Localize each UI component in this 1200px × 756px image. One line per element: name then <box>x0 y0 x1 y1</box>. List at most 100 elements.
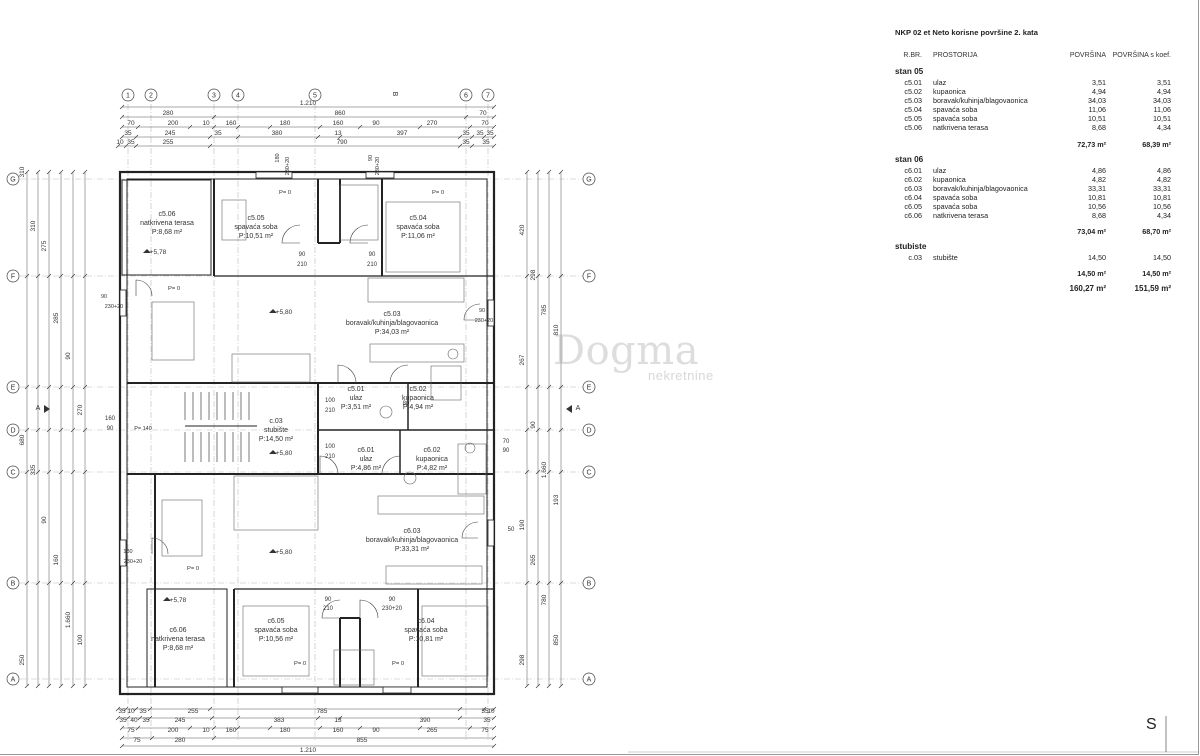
cell-no: c6.03 <box>904 183 922 193</box>
dimension-text: 90 <box>372 120 380 127</box>
dimension-tick <box>24 273 30 279</box>
dimension-tick <box>135 124 141 130</box>
dimension-tick <box>207 134 213 140</box>
cell-room: stubište <box>933 253 958 263</box>
dimension-tick <box>491 715 497 721</box>
dimension-tick <box>125 715 131 721</box>
dimension-tick <box>491 743 497 749</box>
dimension-tick <box>187 124 193 130</box>
dimension-tick <box>491 725 497 731</box>
cell-room: natkrivena terasa <box>933 123 989 133</box>
axis-bubble <box>582 576 596 590</box>
watermark-subtitle: nekretnine <box>648 368 714 383</box>
cell-area: 4,94 <box>1092 87 1106 97</box>
dimension-tick <box>546 469 552 475</box>
dimension-text: 200 <box>168 727 179 734</box>
dimension-tick <box>35 169 41 175</box>
dimension-text: 397 <box>397 130 408 137</box>
dimension-tick <box>546 273 552 279</box>
dimension-text: 160 <box>226 120 237 127</box>
grand-total-row: 160,27 m² 151,59 m² <box>895 284 1175 293</box>
cell-room: spavaća soba <box>933 105 978 115</box>
dimension-text: 190 <box>519 519 526 530</box>
level-text: +5,78 <box>150 249 167 256</box>
room-id: c6.01 <box>357 447 374 454</box>
window <box>119 289 127 317</box>
dimension-tick <box>46 683 52 689</box>
dimension-tick <box>82 273 88 279</box>
window-dimension: 90 <box>101 294 107 300</box>
dimension-text: 10 <box>127 708 135 715</box>
dimension-tick <box>558 384 564 390</box>
dimension-tick <box>469 134 475 140</box>
dimension-text: 70 <box>127 120 135 127</box>
room-id: c5.01 <box>347 386 364 393</box>
grand-total-area: 160,27 m² <box>1069 284 1106 294</box>
door-swing <box>319 455 339 475</box>
dimension-tick <box>267 725 273 731</box>
dimension-tick <box>209 715 215 721</box>
dimension-tick <box>546 384 552 390</box>
dimension-tick <box>317 124 323 130</box>
room-id: c.03 <box>269 418 282 425</box>
dimension-tick <box>58 384 64 390</box>
window-dimension: P= 140 <box>134 426 152 432</box>
dimension-tick <box>235 715 241 721</box>
dimension-text: 75 <box>481 727 489 734</box>
level-marker <box>143 249 151 253</box>
room-id: c6.05 <box>267 618 284 625</box>
dimension-tick <box>469 143 475 149</box>
level-marker <box>269 309 277 313</box>
room-name: natkrivena terasa <box>151 636 205 643</box>
toilet <box>379 405 393 419</box>
dimension-text: 680 <box>19 434 26 445</box>
dimension-tick <box>46 273 52 279</box>
axis-bubble <box>6 423 20 437</box>
dimension-text: 298 <box>519 654 526 665</box>
dimension-tick <box>147 706 153 712</box>
axis-bubble <box>6 465 20 479</box>
dimension-tick <box>119 124 125 130</box>
axis-label-column: 6 <box>464 93 468 100</box>
room-name: kupaonica <box>416 456 448 463</box>
dimension-tick <box>535 169 541 175</box>
walls <box>118 170 496 696</box>
cell-no: c5.01 <box>904 78 922 87</box>
room-id: c5.04 <box>409 215 426 222</box>
dimension-text: 785 <box>317 708 328 715</box>
dimension-text: 160 <box>333 120 344 127</box>
section-mark: A <box>576 405 581 412</box>
dimension-text: 270 <box>427 120 438 127</box>
dimension-tick <box>119 114 125 120</box>
axis-bubble <box>459 88 473 102</box>
dimension-text: 35 <box>476 130 484 137</box>
kitchen-counter <box>385 565 483 585</box>
room-area: P:10,51 m² <box>239 233 274 240</box>
axis-bubble <box>582 172 596 186</box>
door-dimension: 70 <box>503 439 510 445</box>
door-dimension: 90 <box>389 597 396 603</box>
furniture <box>151 184 489 686</box>
axis-label-row: A <box>11 677 16 684</box>
door-dimension: 100 <box>325 444 336 450</box>
window-dimension: 90 <box>368 155 374 161</box>
door-swing <box>281 224 301 244</box>
area-table-header: R.BR. PROSTORIJA POVRŠINA POVRŠINA s koe… <box>895 52 1175 59</box>
axis-bubble <box>308 88 322 102</box>
header-area: POVRŠINA <box>1069 52 1106 59</box>
bed <box>242 605 310 677</box>
dimension-tick <box>35 469 41 475</box>
cell-room: spavaća soba <box>933 114 978 124</box>
dimension-tick <box>207 706 213 712</box>
dimension-tick <box>417 725 423 731</box>
p-mark: P= 0 <box>187 566 199 572</box>
room-area: P:11,06 m² <box>401 233 435 240</box>
group-total-area: 73,04 m² <box>1077 227 1106 237</box>
header-area-koef: POVRŠINA s koef. <box>1112 52 1171 59</box>
